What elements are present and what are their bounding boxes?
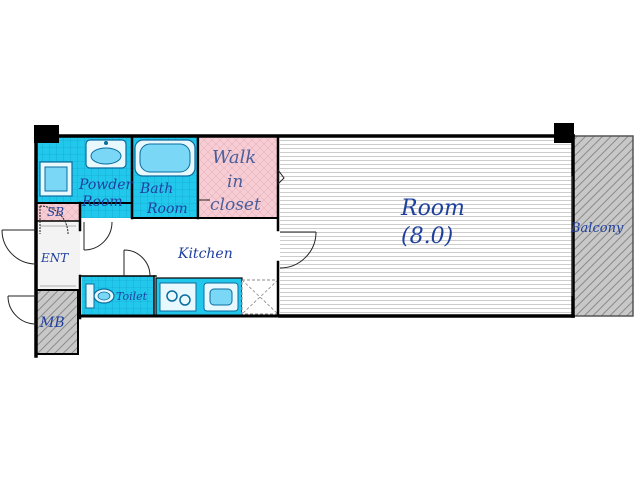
walk-in-closet-area <box>200 136 278 218</box>
powder-room-lower <box>80 203 132 218</box>
powder-room-label-2: Room <box>81 194 123 210</box>
walk-in-closet-label-2: in <box>227 172 243 192</box>
ent-label: ENT <box>40 251 69 265</box>
balcony-area <box>572 135 634 317</box>
mb-label: MB <box>39 315 65 331</box>
kitchen-label: Kitchen <box>177 246 233 262</box>
fridge-space-cross <box>241 279 279 315</box>
walls <box>34 134 575 358</box>
main-room-label: Room <box>400 196 465 221</box>
bathtub-basin <box>139 143 191 173</box>
toilet-bowl-inner <box>97 291 111 301</box>
main-room-floor <box>280 136 573 316</box>
toilet-label: Toilet <box>116 290 148 303</box>
burner-right <box>179 294 191 306</box>
toilet-tank <box>85 283 95 309</box>
burner-left <box>166 290 178 302</box>
wash-basin-bowl <box>90 147 122 165</box>
ent-floor-lines <box>40 225 76 287</box>
balcony-label: Balcony <box>570 221 624 236</box>
kitchen-sink-bowl <box>209 288 233 306</box>
walk-in-closet-label-3: closet <box>210 195 261 215</box>
doors <box>1 168 317 325</box>
ent-area <box>36 221 80 290</box>
column-left <box>34 125 59 143</box>
walk-in-closet-label-1: Walk <box>212 147 256 168</box>
bath-room-label-1: Bath <box>139 181 173 197</box>
kitchen-stove <box>159 282 197 312</box>
column-right <box>554 123 574 143</box>
washing-machine-drum <box>44 166 68 192</box>
sb-label: SB <box>47 205 64 219</box>
powder-room-label-1: Powder <box>78 177 134 193</box>
main-room-size: (8.0) <box>401 224 453 249</box>
faucet <box>104 141 108 145</box>
mb-area <box>35 289 79 355</box>
bath-room-label-2: Room <box>146 201 188 217</box>
